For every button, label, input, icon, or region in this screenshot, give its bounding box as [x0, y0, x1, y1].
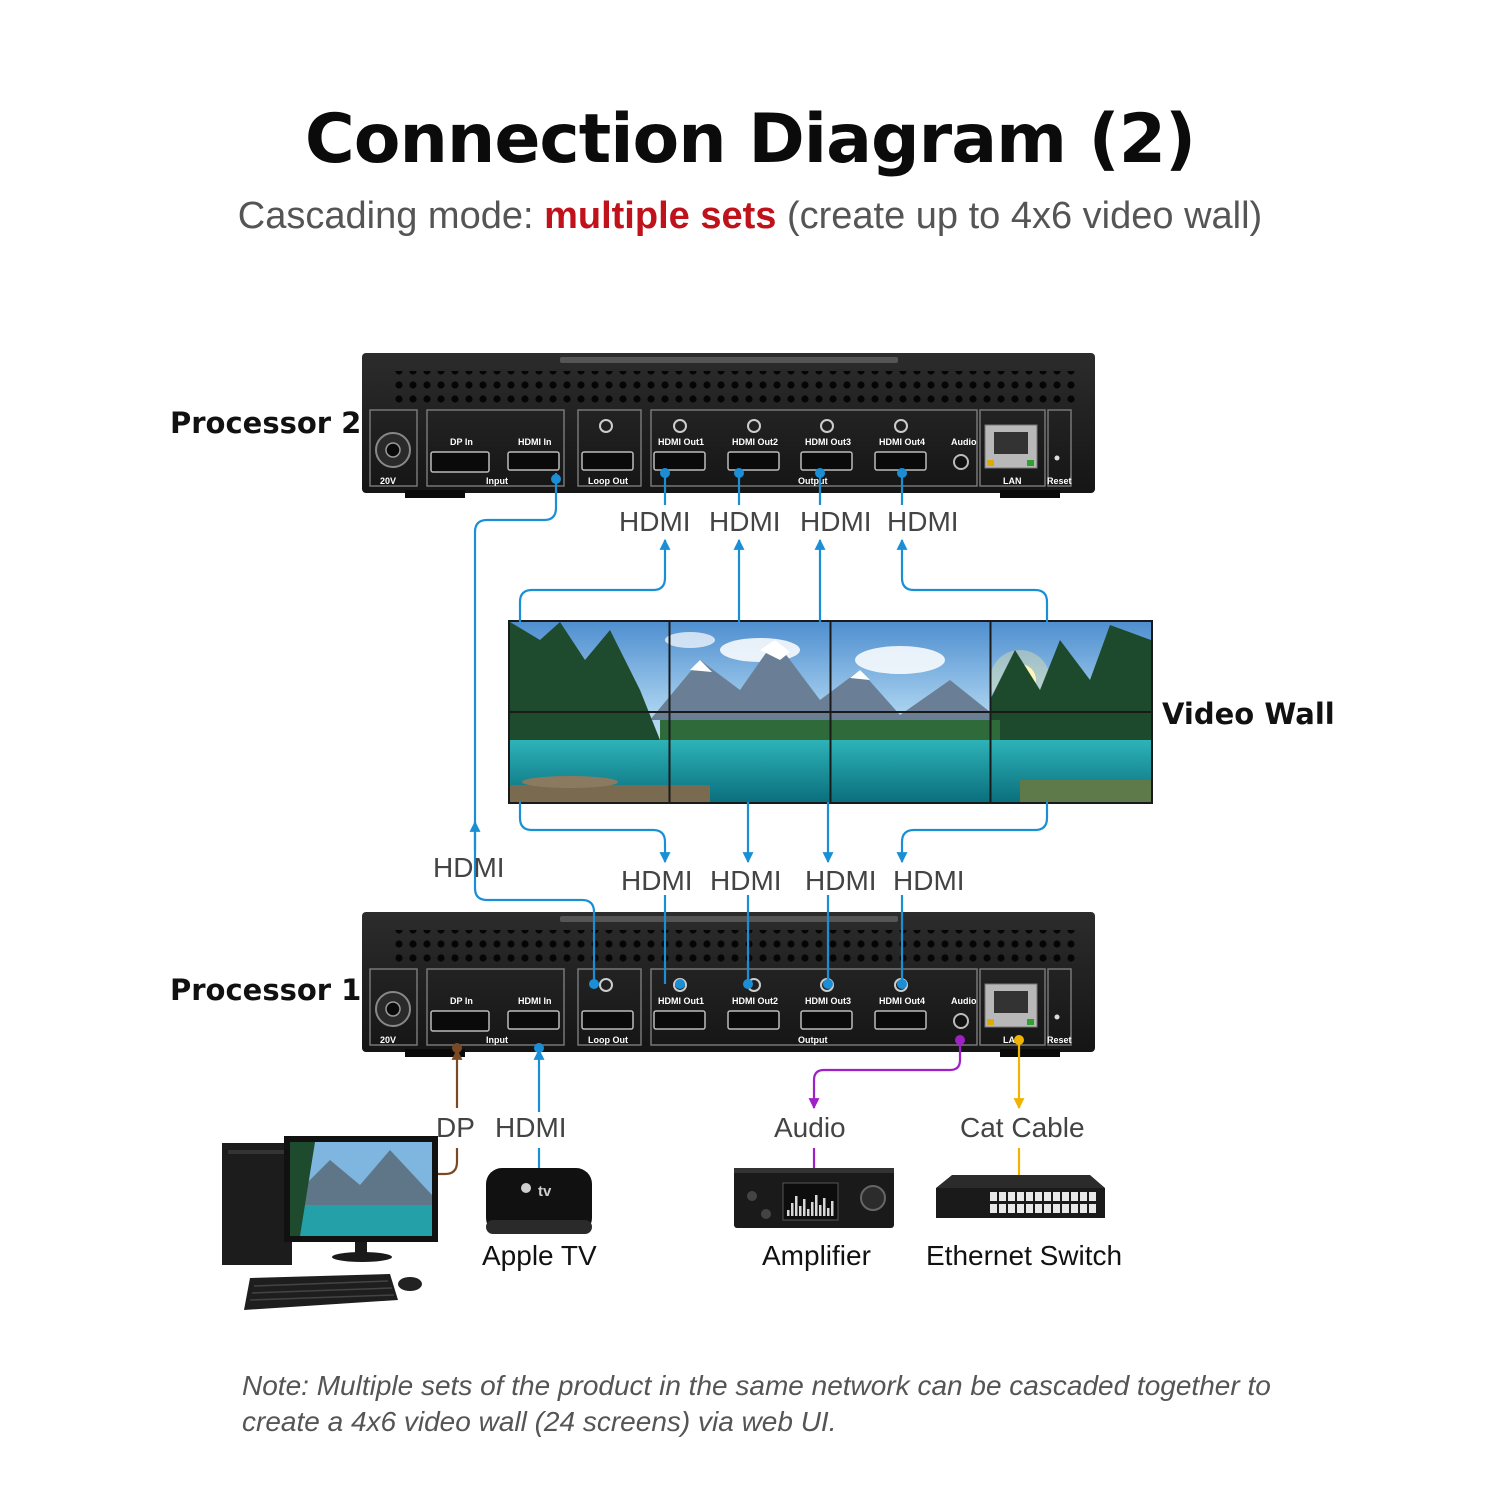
hdmi-in-label: HDMI In: [518, 996, 552, 1006]
amplifier-icon: [734, 1168, 894, 1228]
processor-1-device: 20V DP In HDMI In Input Loop Out HDMI Ou…: [362, 912, 1095, 1057]
page-title: Connection Diagram (2): [304, 100, 1196, 179]
hdmi-source-label: HDMI: [495, 1112, 567, 1143]
reset-label: Reset: [1047, 1035, 1072, 1045]
audio-cable-label: Audio: [774, 1112, 846, 1143]
hdmi-out-4-label: HDMI Out4: [879, 996, 925, 1006]
hdmi-label-bottom-4: HDMI: [893, 865, 965, 896]
loop-out-label: Loop Out: [588, 1035, 628, 1045]
computer-icon: [222, 1136, 438, 1310]
video-wall: [508, 620, 1153, 804]
audio-port-label: Audio: [951, 437, 977, 447]
footer-note: Note: Multiple sets of the product in th…: [242, 1370, 1271, 1437]
apple-tv-icon: tv: [486, 1168, 592, 1234]
processor-1-label: Processor 1: [170, 973, 362, 1007]
hdmi-label-bottom-3: HDMI: [805, 865, 877, 896]
hdmi-in-label: HDMI In: [518, 437, 552, 447]
input-group-label: Input: [486, 476, 508, 486]
power-label: 20V: [380, 476, 396, 486]
hdmi-label-bottom-1: HDMI: [621, 865, 693, 896]
processor-2-label: Processor 2: [170, 406, 362, 440]
hdmi-cables: [469, 473, 1049, 1168]
lan-label: LAN: [1003, 1035, 1022, 1045]
ethernet-switch-icon: [936, 1175, 1105, 1218]
dp-cable: [438, 1048, 463, 1176]
output-group-label: Output: [798, 1035, 828, 1045]
audio-cable: [808, 1040, 962, 1168]
subtitle-prefix: Cascading mode:: [237, 195, 545, 237]
subtitle-suffix: (create up to 4x6 video wall): [776, 195, 1263, 237]
hdmi-label-top-1: HDMI: [619, 506, 691, 537]
processor-2-device: 20V DP In HDMI In Input Loop Out HDMI Ou…: [362, 353, 1095, 498]
input-group-label: Input: [486, 1035, 508, 1045]
hdmi-label-top-2: HDMI: [709, 506, 781, 537]
hdmi-out-1-label: HDMI Out1: [658, 996, 704, 1006]
amplifier-label: Amplifier: [762, 1240, 871, 1271]
dp-in-label: DP In: [450, 437, 473, 447]
hdmi-out-3-label: HDMI Out3: [805, 437, 851, 447]
output-group-label: Output: [798, 476, 828, 486]
page-subtitle: Cascading mode: multiple sets (create up…: [0, 195, 1500, 238]
audio-port-label: Audio: [951, 996, 977, 1006]
hdmi-out-2-label: HDMI Out2: [732, 437, 778, 447]
power-label: 20V: [380, 1035, 396, 1045]
dp-label: DP: [436, 1112, 475, 1143]
dp-in-label: DP In: [450, 996, 473, 1006]
reset-label: Reset: [1047, 476, 1072, 486]
video-wall-label: Video Wall: [1162, 697, 1335, 731]
hdmi-label-top-4: HDMI: [887, 506, 959, 537]
apple-tv-label: Apple TV: [482, 1240, 597, 1271]
hdmi-out-3-label: HDMI Out3: [805, 996, 851, 1006]
cat-cable-label: Cat Cable: [960, 1112, 1085, 1143]
apple-tv-logo: tv: [538, 1183, 552, 1200]
hdmi-port-dots: [534, 468, 907, 1053]
loop-out-label: Loop Out: [588, 476, 628, 486]
hdmi-label-bottom-2: HDMI: [710, 865, 782, 896]
ethernet-switch-label: Ethernet Switch: [926, 1240, 1123, 1271]
subtitle-highlight: multiple sets: [544, 195, 777, 237]
hdmi-label-cascade: HDMI: [433, 852, 505, 883]
lan-label: LAN: [1003, 476, 1022, 486]
hdmi-out-2-label: HDMI Out2: [732, 996, 778, 1006]
hdmi-label-top-3: HDMI: [800, 506, 872, 537]
hdmi-out-1-label: HDMI Out1: [658, 437, 704, 447]
hdmi-out-4-label: HDMI Out4: [879, 437, 925, 447]
